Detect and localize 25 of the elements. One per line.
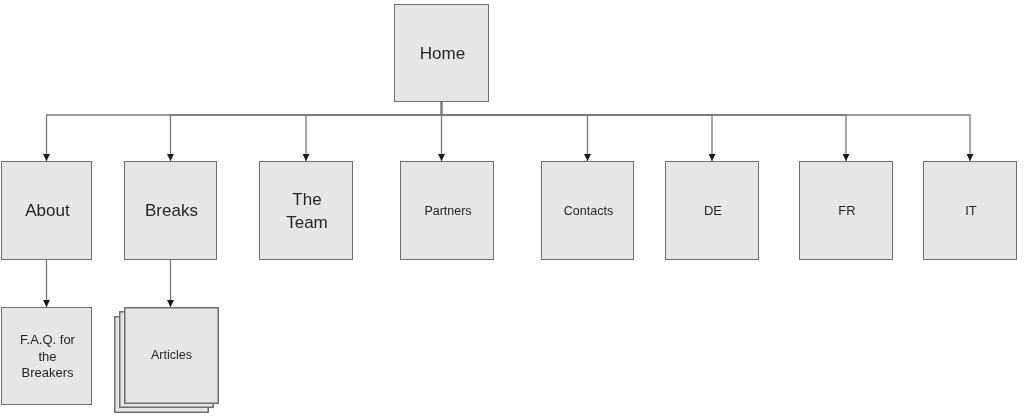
page-box — [400, 161, 494, 260]
page-box — [124, 161, 217, 260]
node-label: The Team — [285, 189, 329, 234]
page-box — [1, 307, 92, 405]
node-label: About — [25, 200, 70, 223]
node-label: Breaks — [145, 200, 198, 223]
node-label: FR — [838, 203, 856, 220]
node-label: Home — [419, 42, 466, 65]
arrow — [43, 259, 50, 308]
node-label: F.A.Q. for the Breakers — [19, 331, 76, 383]
page-box — [541, 161, 634, 260]
page-box — [1, 161, 92, 260]
stacked-pages-box — [114, 307, 219, 413]
arrow — [440, 101, 974, 162]
node-label: Partners — [424, 203, 472, 220]
node-label: IT — [965, 203, 977, 220]
node-label: Articles — [151, 347, 192, 364]
page-box — [259, 161, 353, 260]
page-box — [923, 161, 1017, 260]
page-box — [799, 161, 893, 260]
arrow — [167, 259, 174, 308]
node-label: DE — [703, 203, 723, 220]
page-box — [665, 161, 759, 260]
page-box — [394, 4, 489, 102]
node-label: Contacts — [563, 203, 614, 220]
